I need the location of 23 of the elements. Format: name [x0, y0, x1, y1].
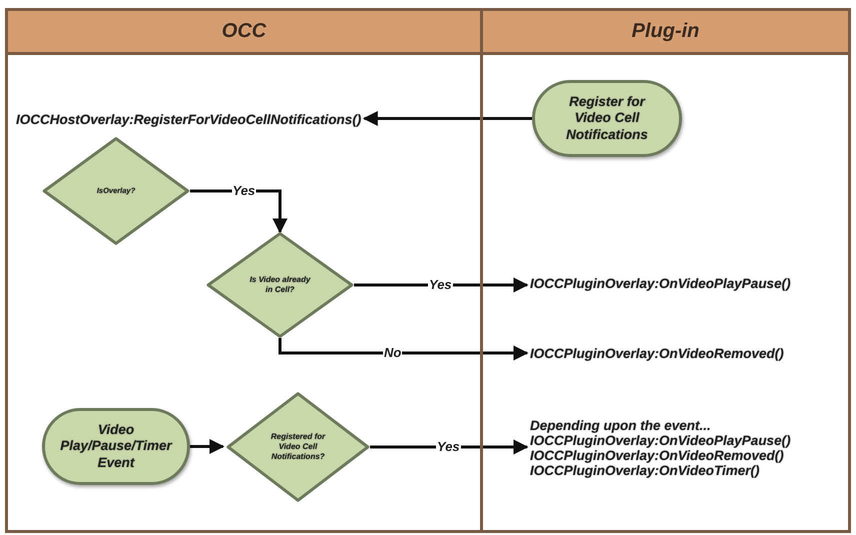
rounded-process-box: Register for Video Cell Notifications: [532, 80, 682, 157]
rounded-process-box: Video Play/Pause/Timer Event: [42, 408, 190, 485]
lane-header: OCC: [8, 11, 480, 55]
arrow: [354, 278, 528, 292]
edge-label: No: [383, 346, 402, 360]
edge-label: Yes: [428, 278, 453, 292]
method-call-text: IOCCPluginOverlay:OnVideoRemoved(): [530, 448, 785, 463]
method-call-text: IOCCPluginOverlay:OnVideoRemoved(): [530, 346, 784, 360]
edge-label: Yes: [436, 440, 461, 454]
arrow: [362, 111, 532, 126]
edge-label: Yes: [232, 184, 256, 198]
decision-diamond: Is Video already in Cell?: [206, 232, 354, 338]
method-call-text: IOCCHostOverlay:RegisterForVideoCellNotifications(): [16, 112, 362, 126]
method-call-text: IOCCPluginOverlay:OnVideoTimer(): [530, 463, 761, 478]
method-call-text: IOCCPluginOverlay:OnVideoPlayPause(): [530, 433, 791, 448]
swimlane: [5, 8, 483, 533]
method-call-text: Depending upon the event...: [530, 418, 712, 433]
lane-header: Plug-in: [483, 11, 848, 55]
arrow: [190, 439, 224, 454]
swimlane: [480, 8, 851, 533]
method-call-text: IOCCPluginOverlay:OnVideoPlayPause(): [530, 276, 791, 290]
decision-diamond: Registered for Video Cell Notifications?: [226, 392, 370, 502]
arrow: [278, 338, 528, 360]
